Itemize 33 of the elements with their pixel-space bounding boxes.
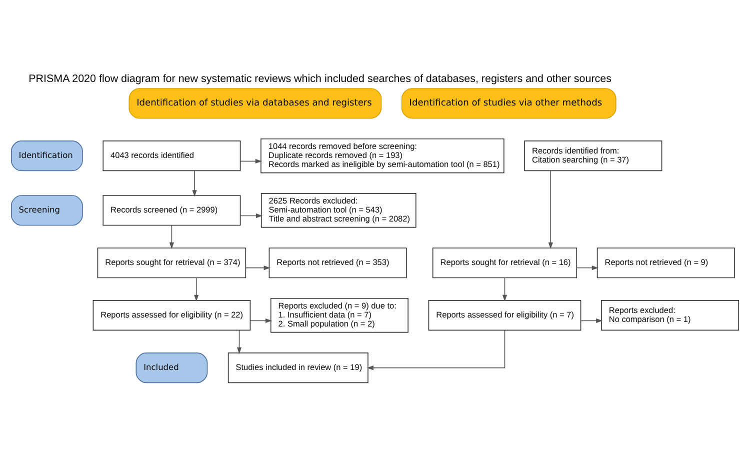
node-box: Reports excluded: No comparison (n = 1)	[601, 300, 740, 331]
arrow	[502, 277, 508, 302]
arrow	[240, 213, 263, 218]
node-box: Screening	[10, 195, 83, 226]
node-box: 4043 records identified	[102, 140, 241, 172]
arrow	[236, 330, 242, 354]
node-box: Identification of studies via other methods	[401, 88, 616, 119]
node-box: Reports sought for retrieval (n = 16)	[432, 248, 578, 278]
arrow	[580, 318, 603, 324]
node-box: Records identified from: Citation searching (n = 37)	[524, 140, 662, 172]
node-box: Reports not retrieved (n = 9)	[596, 248, 735, 278]
arrow	[366, 330, 506, 370]
node-box: 1044 records removed before screening: Duplicate records removed (n = 193) Records marked as ineligible by semi-automation tool (n = 851)	[260, 138, 504, 174]
node-box: Reports sought for retrieval (n = 374)	[97, 248, 246, 278]
node-box: Records screened (n = 2999)	[102, 195, 241, 226]
node-box: Reports assessed for eligibility (n = 7)	[428, 300, 582, 331]
node-box: Identification of studies via databases and registers	[128, 88, 382, 119]
node-box: Reports excluded (n = 9) due to: 1. Insufficient data (n = 7) 2. Small population (n = 2)	[270, 298, 408, 333]
arrow	[245, 266, 270, 270]
arrow	[240, 158, 262, 164]
arrow	[576, 266, 598, 270]
arrow	[169, 224, 174, 249]
node-box: Identification	[10, 140, 83, 172]
arrow	[194, 277, 199, 302]
arrow	[250, 318, 272, 324]
node-box: Included	[136, 352, 208, 384]
node-box: Studies included in review (n = 19)	[228, 352, 368, 384]
diagram-title: PRISMA 2020 flow diagram for new systematic reviews which included searches of databases, registers and other sources	[28, 73, 612, 86]
node-box: Reports assessed for eligibility (n = 22)	[92, 300, 251, 331]
arrow	[548, 170, 553, 250]
arrow	[192, 170, 197, 197]
node-box: 2625 Records excluded: Semi-automation tool (n = 543) Title and abstract screening (n = 2082)	[260, 193, 416, 228]
node-box: Reports not retrieved (n = 353)	[268, 248, 407, 278]
